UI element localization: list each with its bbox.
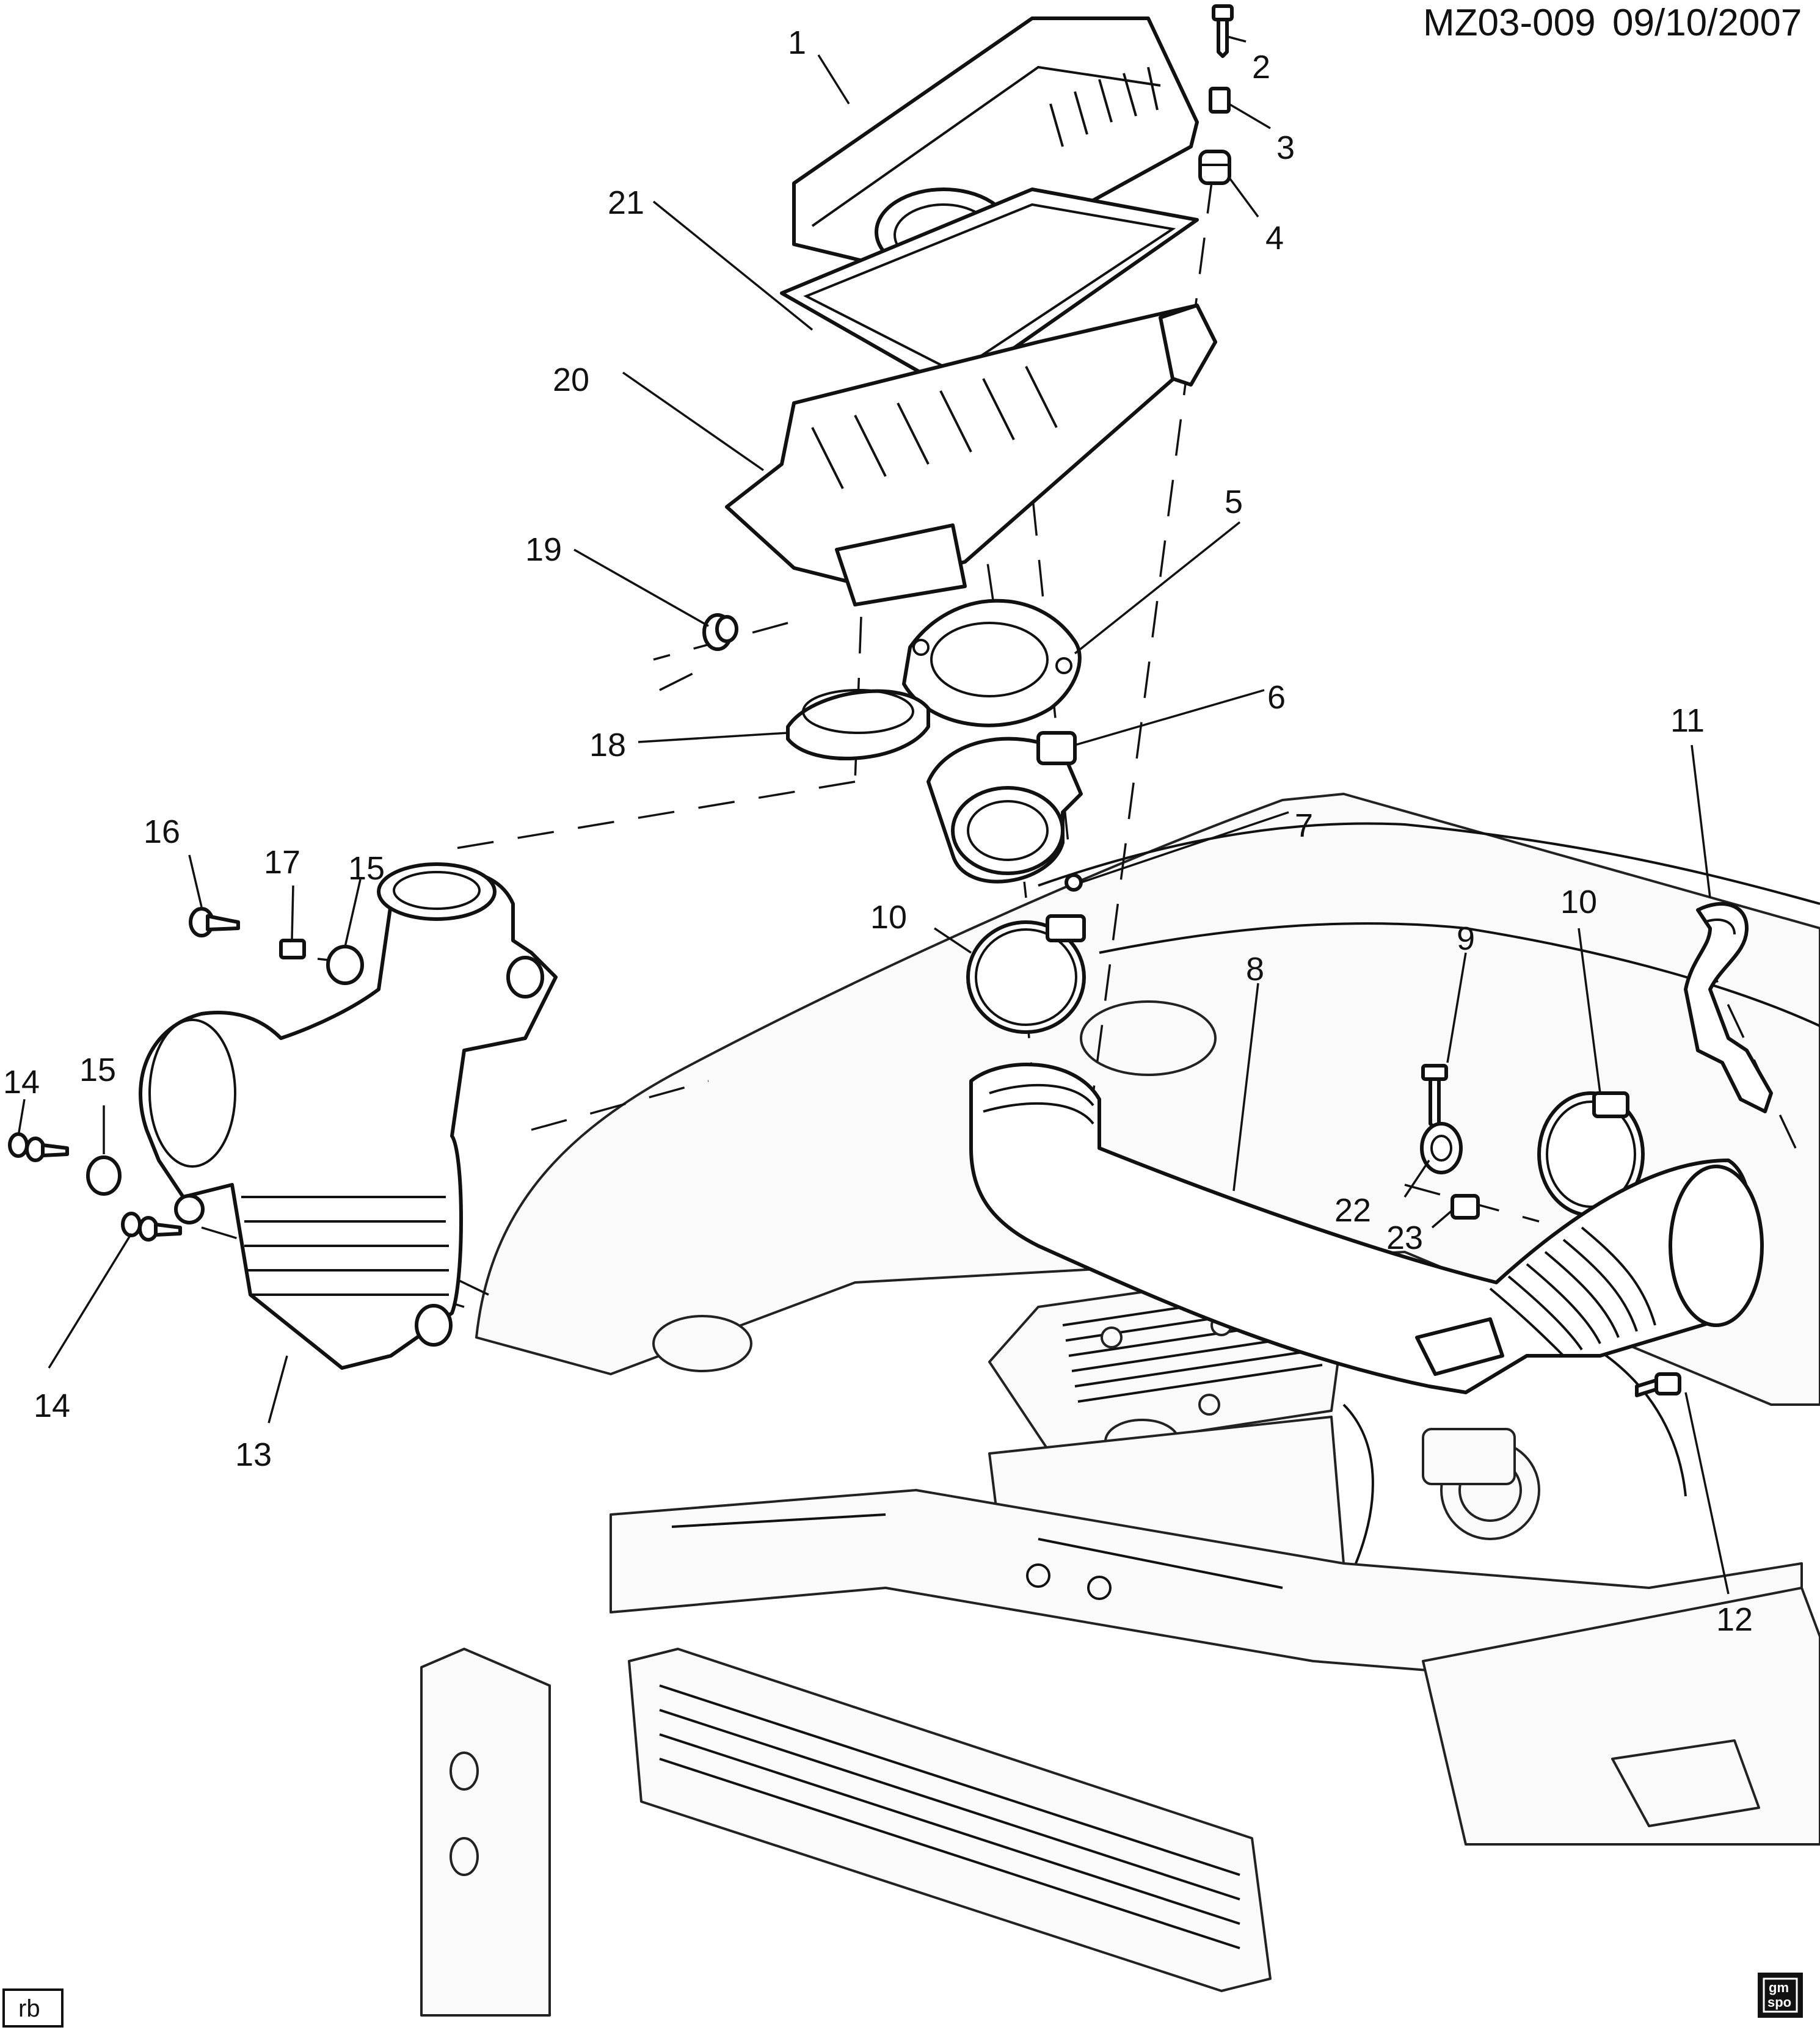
svg-text:spo: spo [1767,1995,1791,2010]
callout-14-upper: 14 [3,1064,40,1100]
callout-15-lower: 15 [79,1052,116,1088]
callout-11: 11 [1670,702,1705,739]
spacer-17 [279,939,306,959]
air-cleaner-element [780,187,1199,393]
left-fender [475,793,1820,1406]
bolt-14-lower [121,1212,182,1242]
callout-3: 3 [1276,129,1295,166]
engine-bay [420,793,1820,2017]
grommet-4 [1198,150,1231,185]
callout-10-right: 10 [1560,884,1597,920]
callout-13: 13 [235,1436,272,1473]
gm-spo-logo: gm spo [1758,1973,1803,2018]
strut-tower-right [1080,1000,1217,1076]
air-cleaner-lower-housing [725,304,1217,606]
callout-20: 20 [553,362,589,398]
nut-22 [1420,1122,1463,1174]
author-tag-box [2,1988,64,2028]
callout-23: 23 [1386,1220,1423,1256]
callout-1: 1 [788,24,806,61]
callout-16: 16 [144,813,180,850]
screw-7 [1065,873,1083,892]
callout-22: 22 [1334,1192,1371,1229]
callout-19: 19 [525,531,562,568]
bolt-14-upper [8,1132,69,1162]
callout-4: 4 [1265,220,1284,256]
drawing-id: MZ03-009 [1423,2,1596,44]
seal-18 [786,689,930,760]
drawing-date: 09/10/2007 [1612,2,1802,44]
radiator [628,1648,1272,1992]
clip-12 [1635,1372,1681,1397]
callout-10-left: 10 [870,899,907,936]
svg-text:gm: gm [1769,1980,1789,1995]
maf-gasket-5 [902,598,1082,727]
callout-9: 9 [1457,920,1475,957]
grommet-15-upper [326,945,364,985]
callout-2: 2 [1252,49,1270,85]
footer: rb gm spo [2,1973,1803,2028]
spacer-3 [1209,87,1231,114]
callout-17: 17 [264,844,300,881]
grommet-19 [702,613,738,651]
grommet-15-lower [86,1155,122,1196]
callout-12: 12 [1716,1601,1753,1638]
air-intake-duct-8 [969,1063,1764,1394]
front-lower-panel [420,1648,551,2017]
leader-lines [17,35,1730,1595]
pcv-hose-11 [1684,902,1773,1113]
bolt-2 [1212,4,1234,58]
cowl-line [1038,822,1820,905]
strut-tower-left [652,1315,752,1372]
callout-8: 8 [1246,951,1264,988]
callout-5: 5 [1225,484,1243,520]
air-inlet-duct-13 [139,862,558,1370]
callouts: 1 2 3 4 5 6 7 8 9 10 10 11 12 13 14 14 1… [3,24,1753,1638]
clip-23 [1451,1194,1480,1220]
header: MZ03-009 09/10/2007 [1423,2,1802,44]
callout-15-upper: 15 [348,850,385,887]
mass-air-flow-sensor-6 [926,731,1083,884]
callout-14-lower: 14 [34,1388,70,1424]
author-tag: rb [18,1995,40,2022]
callout-6: 6 [1267,679,1286,716]
callout-7: 7 [1295,807,1313,844]
clamp-10-left [966,914,1086,1034]
callout-21: 21 [608,184,644,221]
callout-18: 18 [589,727,626,763]
bolt-16 [189,907,240,937]
